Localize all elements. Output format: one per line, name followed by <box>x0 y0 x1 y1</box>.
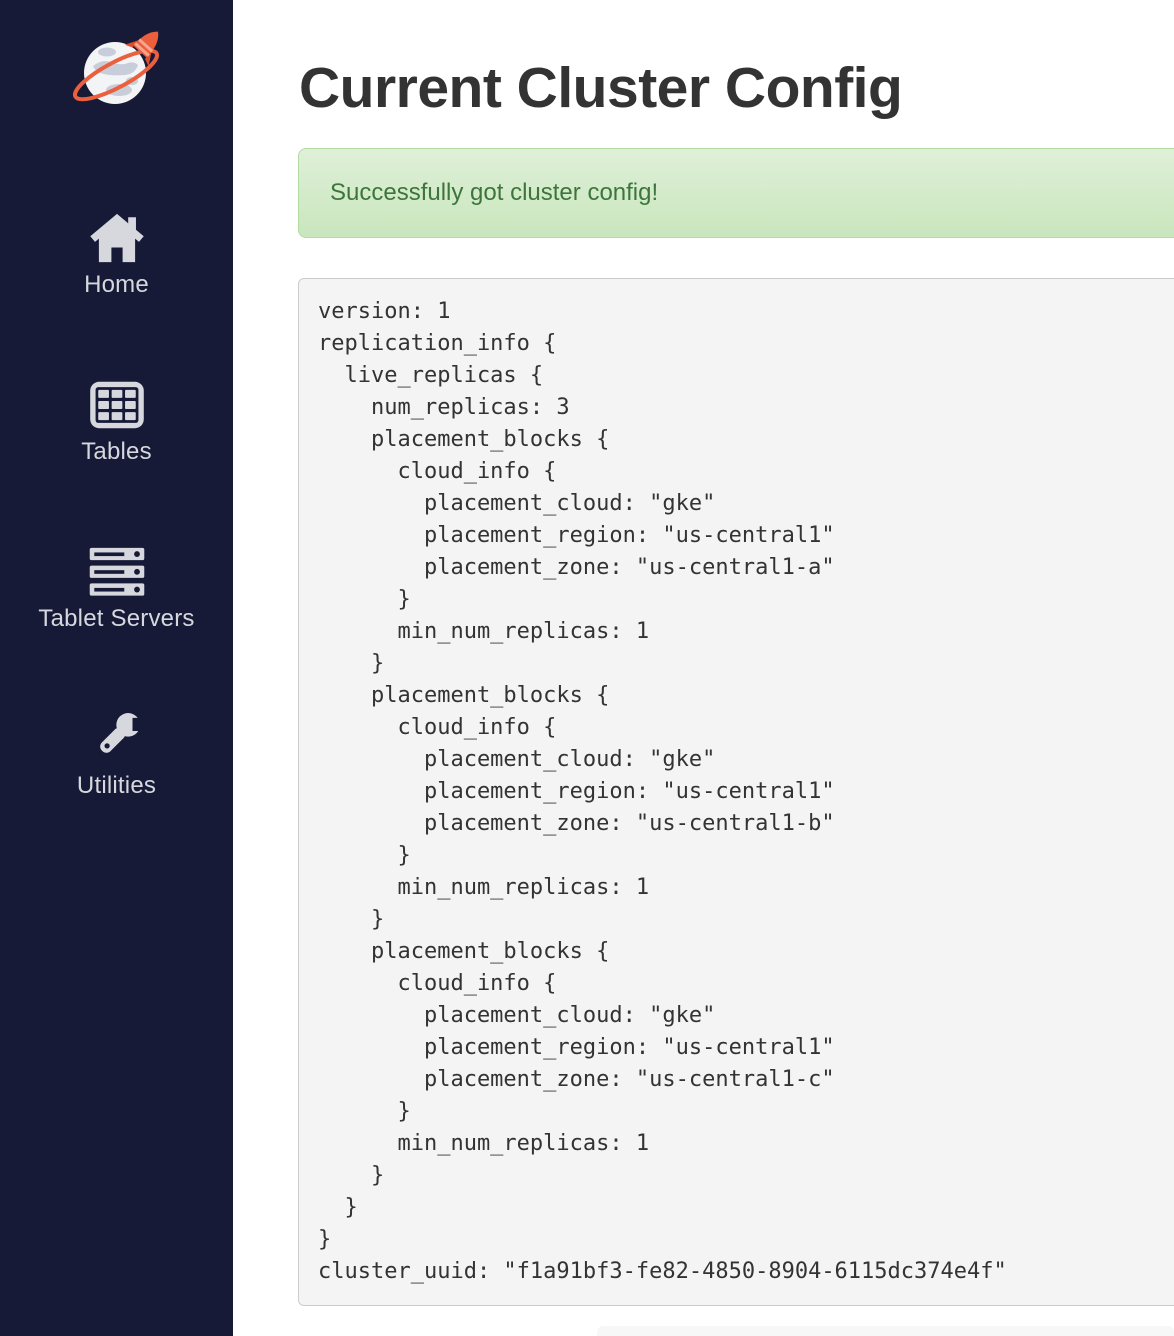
logo-link[interactable] <box>69 26 165 119</box>
sidebar-item-tablet-servers[interactable]: Tablet Servers <box>0 545 233 634</box>
sidebar-item-label: Home <box>84 271 149 298</box>
sidebar: Home <box>0 0 233 1336</box>
tablet-servers-icon <box>87 545 147 597</box>
sidebar-item-utilities[interactable]: Utilities <box>0 712 233 801</box>
main-content: Current Cluster Config Successfully got … <box>233 0 1174 1336</box>
page-title: Current Cluster Config <box>299 56 903 120</box>
success-alert: Successfully got cluster config! <box>298 147 1174 238</box>
utilities-icon <box>88 712 146 764</box>
sidebar-item-tables[interactable]: Tables <box>0 378 233 467</box>
sidebar-item-label: Utilities <box>76 772 157 799</box>
sidebar-item-label: Tablet Servers <box>38 605 195 632</box>
planet-rocket-logo-icon <box>69 31 165 118</box>
cluster-config-text: version: 1 replication_info { live_repli… <box>298 277 1174 1306</box>
sidebar-nav: Home <box>0 211 233 801</box>
partial-bottom-panel <box>597 1326 1174 1336</box>
sidebar-item-home[interactable]: Home <box>0 211 233 300</box>
sidebar-item-label: Tables <box>81 438 152 465</box>
tables-icon <box>88 378 146 430</box>
success-alert-message: Successfully got cluster config! <box>330 178 659 206</box>
home-icon <box>89 211 145 263</box>
